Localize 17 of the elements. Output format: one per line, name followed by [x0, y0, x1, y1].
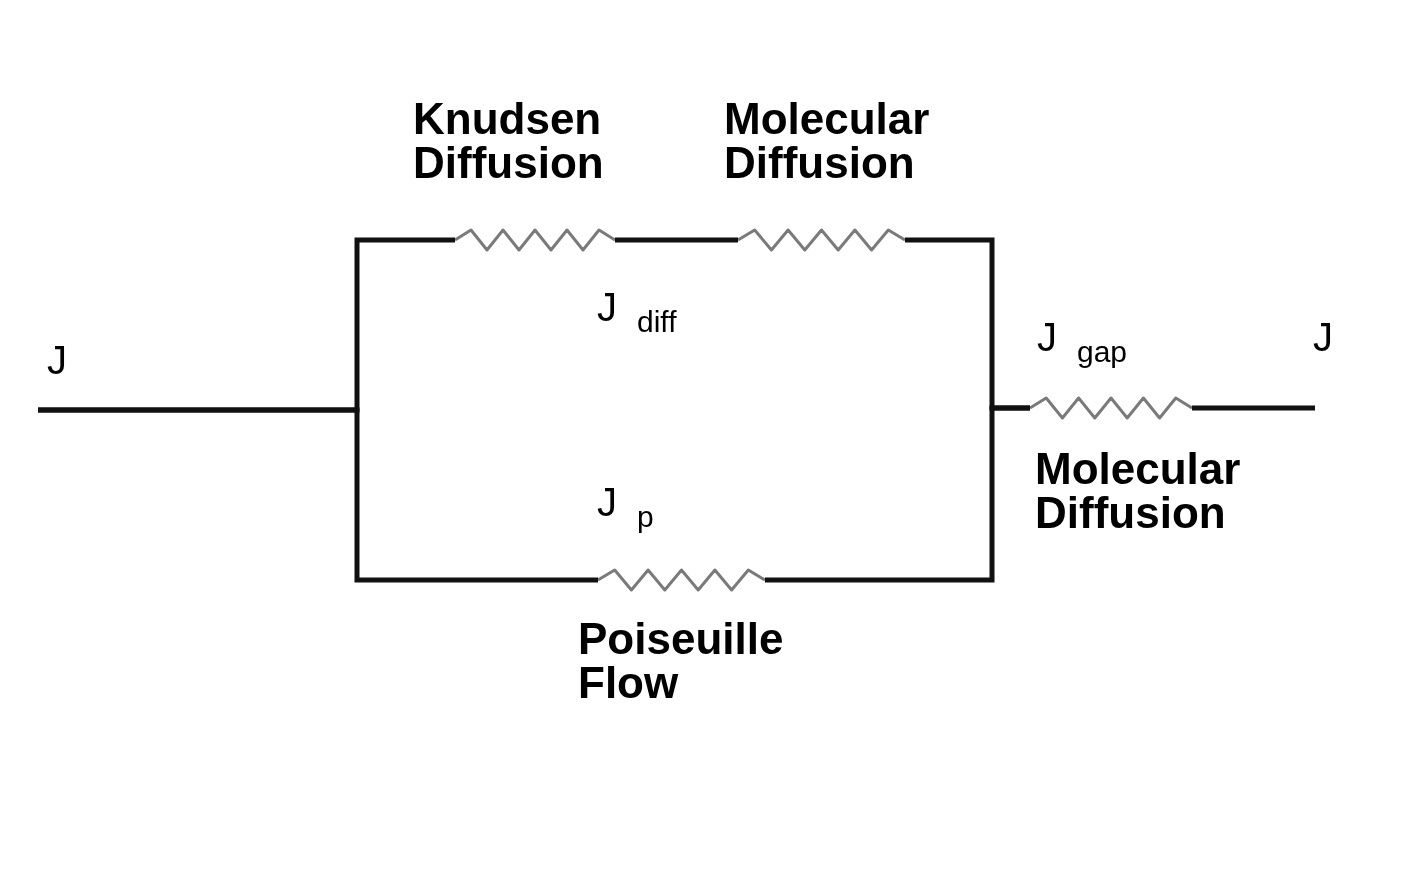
flux-label: J$_{diff}$: [597, 285, 677, 340]
resistor-label: Molecular Diffusion: [724, 97, 930, 185]
resistor-label: Poiseuille Flow: [578, 617, 784, 705]
resistor-symbol: [1030, 395, 1192, 421]
wire: [38, 407, 598, 583]
flux-label: J: [1313, 315, 1333, 361]
resistor-label: Molecular Diffusion: [1035, 447, 1241, 535]
flux-label: J$_{gap}$: [1037, 315, 1128, 370]
resistor-symbol: [598, 567, 765, 593]
resistor-symbol: [455, 227, 615, 253]
resistor-label: Knudsen Diffusion: [413, 97, 604, 185]
flux-label: J: [47, 338, 67, 384]
wire: [765, 405, 1030, 583]
wire: [615, 237, 738, 243]
wire: [1192, 405, 1315, 411]
flux-label: J$_{p}$: [597, 480, 654, 535]
resistor-symbol: [738, 227, 905, 253]
